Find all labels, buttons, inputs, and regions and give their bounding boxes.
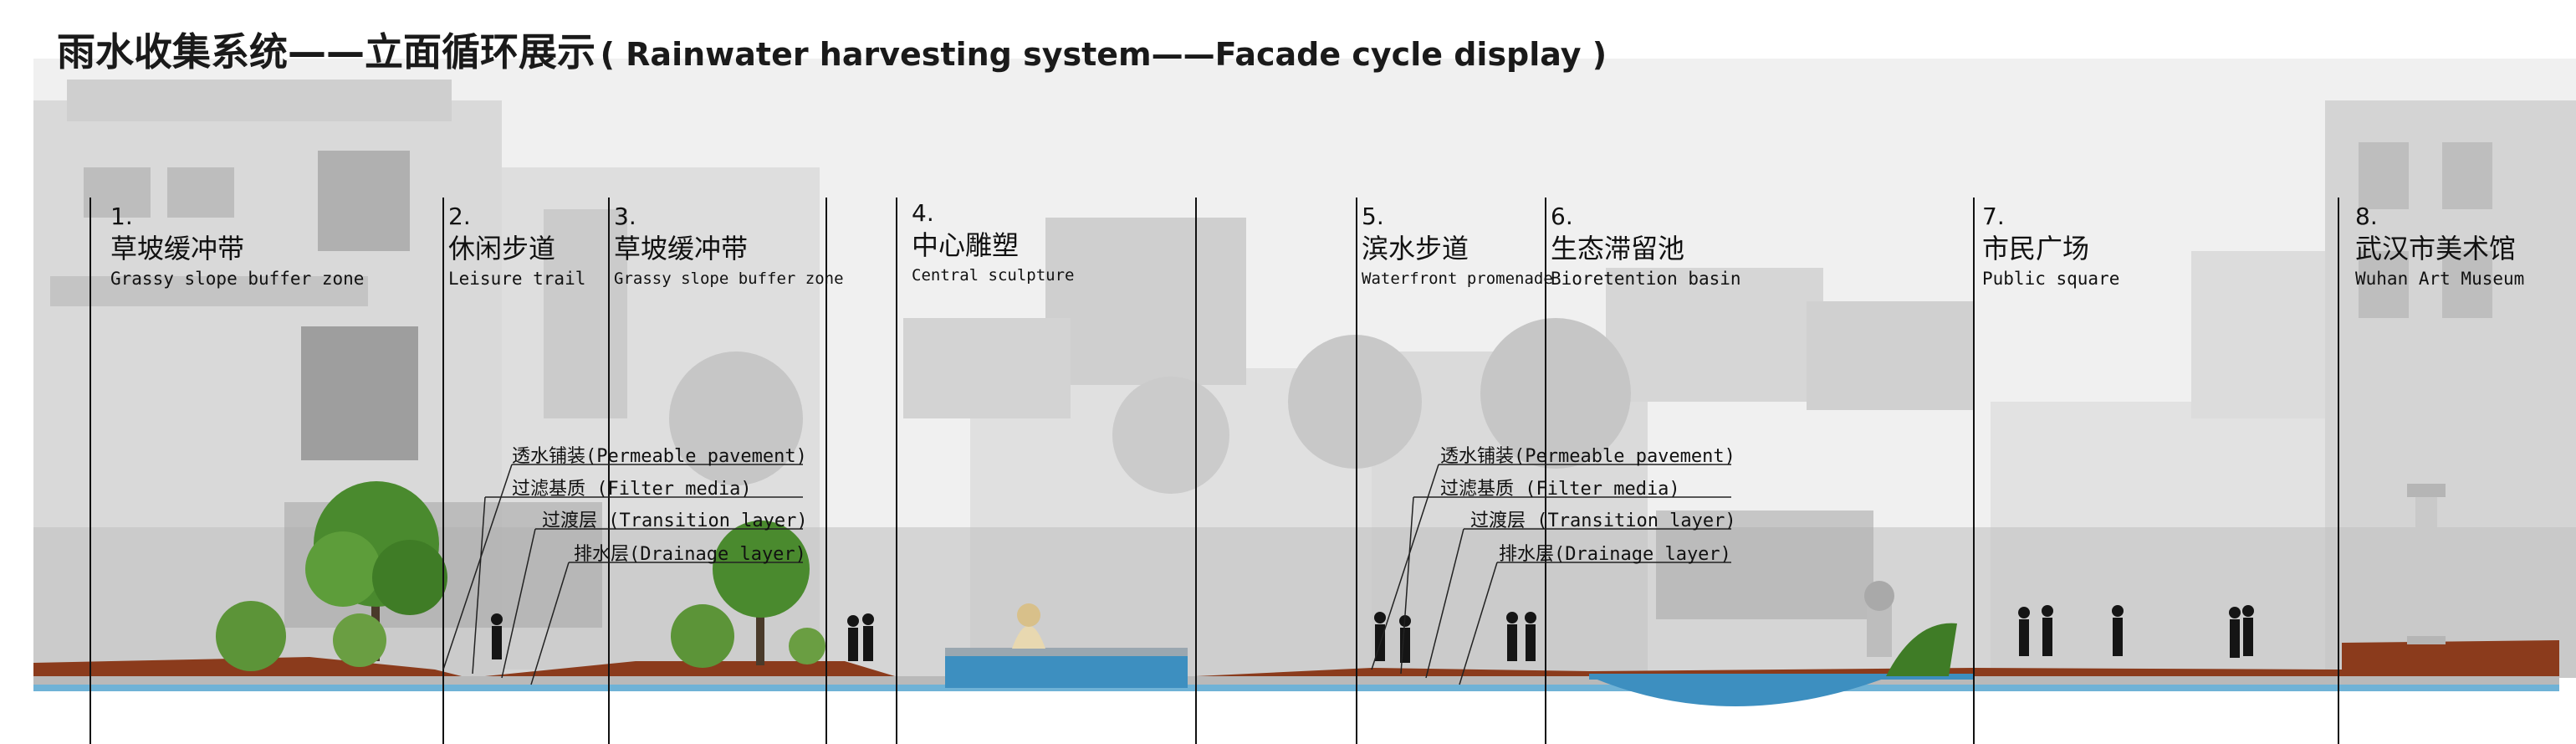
zone-5-name-en: Waterfront promenade [1362,269,1553,288]
zone-8-name-zh: 武汉市美术馆 [2355,233,2517,264]
diagram-title: 雨水收集系统——立面循环展示 ( Rainwater harvesting sy… [57,22,1607,77]
layer-left-drainage-layer: 排水层(Drainage layer) [574,544,806,565]
background-buildings [33,59,2576,678]
zone-3-name-en: Grassy slope buffer zone [614,269,844,288]
zone-4-label: 4. 中心雕塑 Central sculpture [912,199,1074,288]
zone-4-name-en: Central sculpture [912,266,1075,285]
stone-lion-icon [1864,581,1894,657]
zone-1-name-zh: 草坡缓冲带 [110,233,245,264]
zone-4-name-zh: 中心雕塑 [912,229,1020,261]
zone-dividers [89,198,2339,744]
zone-5-label: 5. 滨水步道 Waterfront promenade [1362,203,1553,291]
title-zh: 雨水收集系统——立面循环展示 [57,29,595,74]
zone-4-number: 4. [912,199,934,227]
people-silhouettes [491,605,2254,663]
title-en: ( Rainwater harvesting system——Facade cy… [600,36,1607,73]
layer-right-permeable-pavement: 透水铺装(Permeable pavement) [1440,446,1735,467]
zone-1-number: 1. [110,203,133,230]
zone-2-name-en: Leisure trail [448,269,586,289]
zone-6-label: 6. 生态滞留池 Bioretention basin [1551,203,1741,291]
layer-right-transition-layer: 过渡层 (Transition layer) [1470,511,1736,531]
layer-left-transition-layer: 过渡层 (Transition layer) [542,511,808,531]
zone-8-number: 8. [2355,203,2378,230]
layer-left-filter-media: 过滤基质 (Filter media) [512,479,752,500]
zone-8-name-en: Wuhan Art Museum [2355,269,2525,289]
zone-1-label: 1. 草坡缓冲带 Grassy slope buffer zone [110,203,364,291]
layer-left-permeable-pavement: 透水铺装(Permeable pavement) [512,446,807,467]
zone-3-label: 3. 草坡缓冲带 Grassy slope buffer zone [614,203,844,291]
column-icon [2407,484,2446,644]
fountain-sculpture-icon [1012,603,1045,649]
zone-7-label: 7. 市民广场 Public square [1982,203,2119,291]
zone-6-number: 6. [1551,203,1573,230]
layer-leader-lines [442,464,1731,685]
zone-5-name-zh: 滨水步道 [1362,233,1469,264]
zone-3-number: 3. [614,203,636,230]
zone-2-number: 2. [448,203,471,230]
layer-right-filter-media: 过滤基质 (Filter media) [1440,479,1680,500]
zone-7-name-zh: 市民广场 [1982,233,2090,264]
zone-3-name-zh: 草坡缓冲带 [614,233,749,264]
zone-5-number: 5. [1362,203,1384,230]
zone-7-number: 7. [1982,203,2005,230]
zone-8-label: 8. 武汉市美术馆 Wuhan Art Museum [2355,203,2524,291]
zone-6-name-en: Bioretention basin [1551,269,1741,289]
zone-2-label: 2. 休闲步道 Leisure trail [448,203,585,291]
zone-2-name-zh: 休闲步道 [448,233,556,264]
zone-6-name-zh: 生态滞留池 [1551,233,1685,264]
zone-7-name-en: Public square [1982,269,2120,289]
layer-right-drainage-layer: 排水层(Drainage layer) [1499,544,1731,565]
vegetation [216,481,1957,676]
zone-1-name-en: Grassy slope buffer zone [110,269,365,289]
